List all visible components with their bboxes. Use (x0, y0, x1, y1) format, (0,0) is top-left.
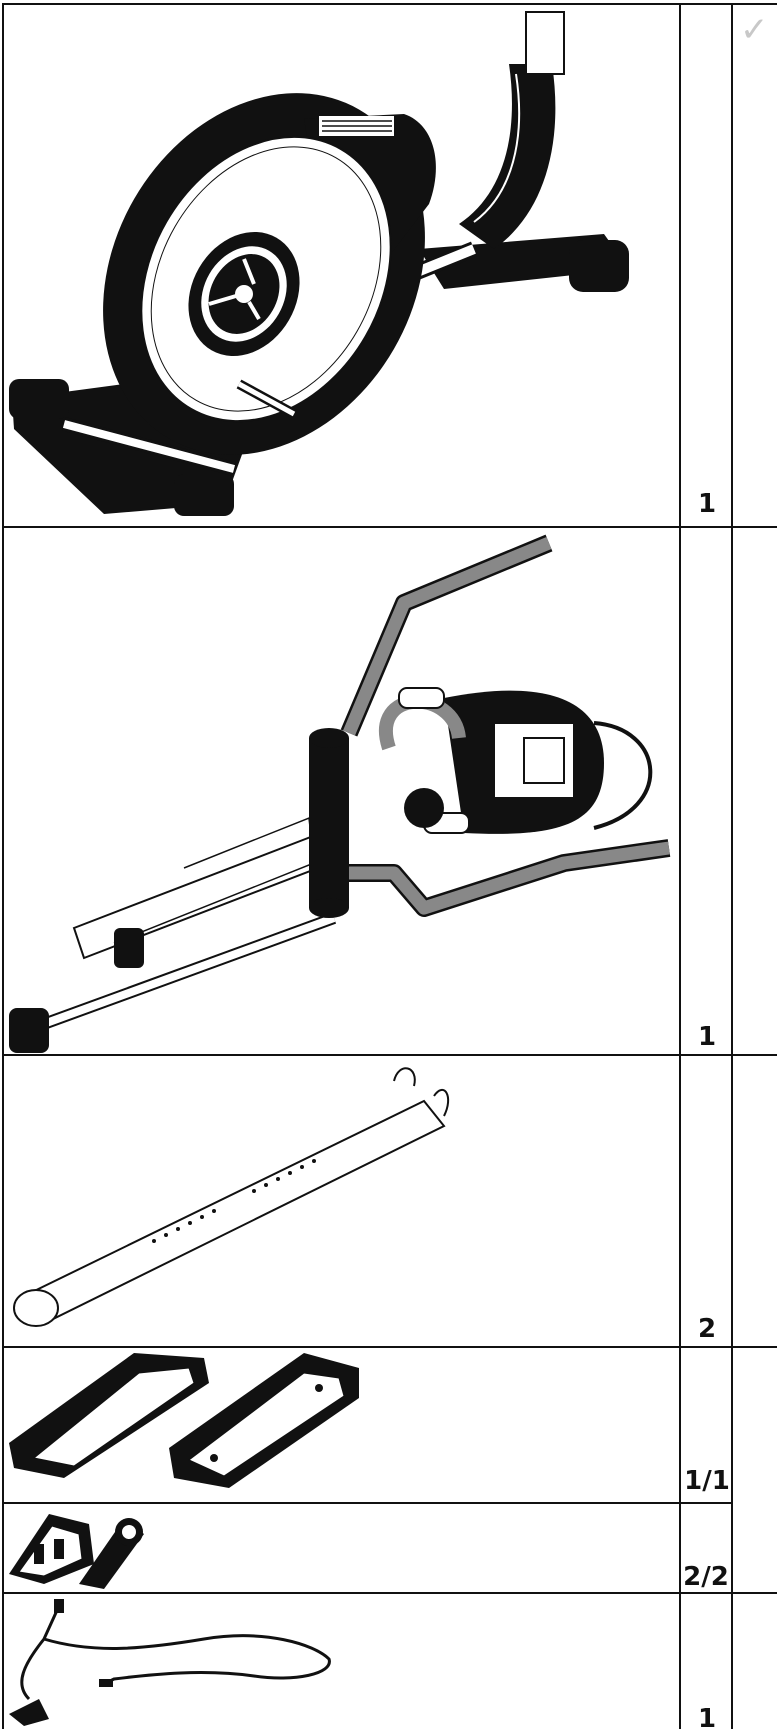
quantity-label: 1 (697, 489, 717, 519)
part-row-handlebar-console: 1 (0, 528, 777, 1054)
table-left-border (2, 3, 4, 1729)
part-row-pedal-brackets: 2/2 (0, 1504, 777, 1592)
part-row-power-cable: 1 (0, 1594, 777, 1734)
table-top-border (2, 3, 777, 5)
quantity-label: 1 (697, 1704, 717, 1734)
quantity-label: 2/2 (683, 1562, 729, 1592)
checkmark-icon: ✓ (740, 10, 769, 50)
power-cable-icon (4, 1594, 680, 1729)
pedal-arm-icon (4, 1056, 680, 1346)
row-divider (2, 1346, 777, 1348)
pedal-brackets-icon (4, 1504, 680, 1592)
part-row-pedal-arm: 2 (0, 1056, 777, 1346)
quantity-label: 1/1 (684, 1466, 730, 1496)
column-divider-image-qty (679, 3, 681, 1729)
part-row-main-frame: 1 (0, 4, 777, 526)
row-divider (2, 1054, 777, 1056)
elliptical-main-frame-icon (4, 4, 680, 526)
row-divider (2, 1592, 777, 1594)
row-divider (2, 1502, 732, 1504)
row-divider (2, 526, 777, 528)
quantity-label: 1 (697, 1022, 717, 1052)
column-divider-qty-check (731, 3, 733, 1729)
foot-pedals-icon (4, 1348, 680, 1502)
part-row-foot-pedals: 1/1 (0, 1348, 777, 1502)
quantity-label: 2 (697, 1314, 717, 1344)
handlebar-console-assembly-icon (4, 528, 680, 1054)
